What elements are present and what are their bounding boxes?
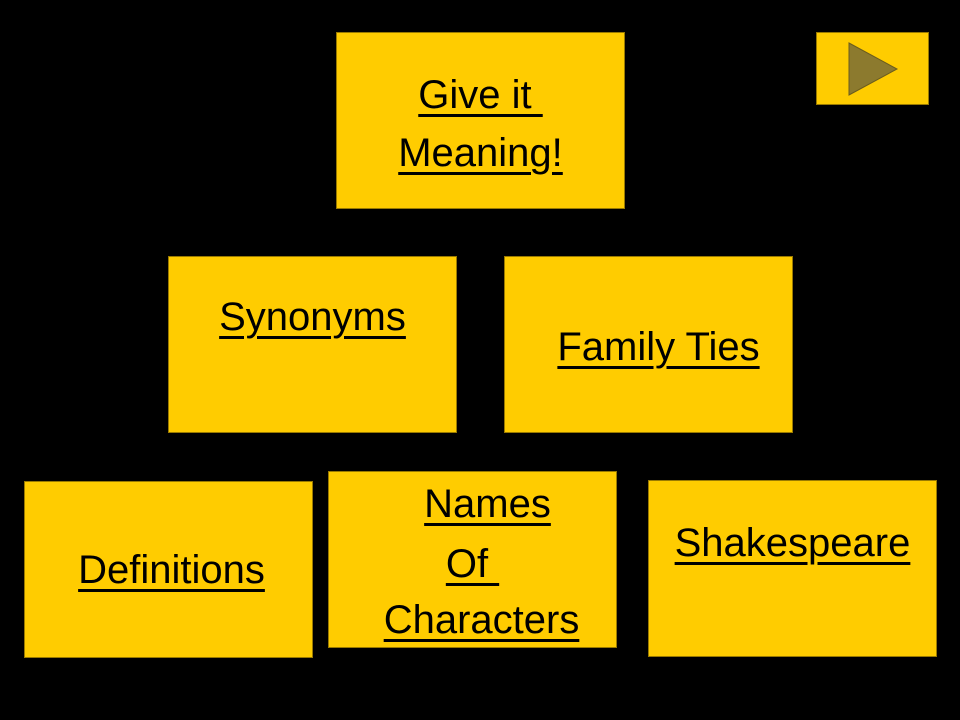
category-shakespeare[interactable]: Shakespeare bbox=[648, 480, 937, 657]
shakespeare-link[interactable]: Shakespeare bbox=[674, 521, 911, 565]
title-line-1[interactable]: Give it bbox=[418, 73, 543, 117]
names-line-3[interactable]: Characters bbox=[383, 598, 580, 642]
family-ties-link[interactable]: Family Ties bbox=[557, 325, 760, 369]
next-button[interactable] bbox=[816, 32, 929, 105]
play-arrow-icon bbox=[848, 42, 899, 96]
names-line-2[interactable]: Of bbox=[445, 542, 500, 586]
title-tile[interactable]: Give it Meaning! bbox=[336, 32, 625, 209]
category-family-ties[interactable]: Family Ties bbox=[504, 256, 793, 433]
title-line-2[interactable]: Meaning! bbox=[398, 131, 563, 175]
definitions-link[interactable]: Definitions bbox=[78, 548, 265, 592]
category-names-of-characters[interactable]: Names Of Characters bbox=[328, 471, 617, 648]
synonyms-link[interactable]: Synonyms bbox=[219, 295, 406, 339]
names-line-1[interactable]: Names bbox=[424, 482, 551, 526]
category-definitions[interactable]: Definitions bbox=[24, 481, 313, 658]
category-synonyms[interactable]: Synonyms bbox=[168, 256, 457, 433]
